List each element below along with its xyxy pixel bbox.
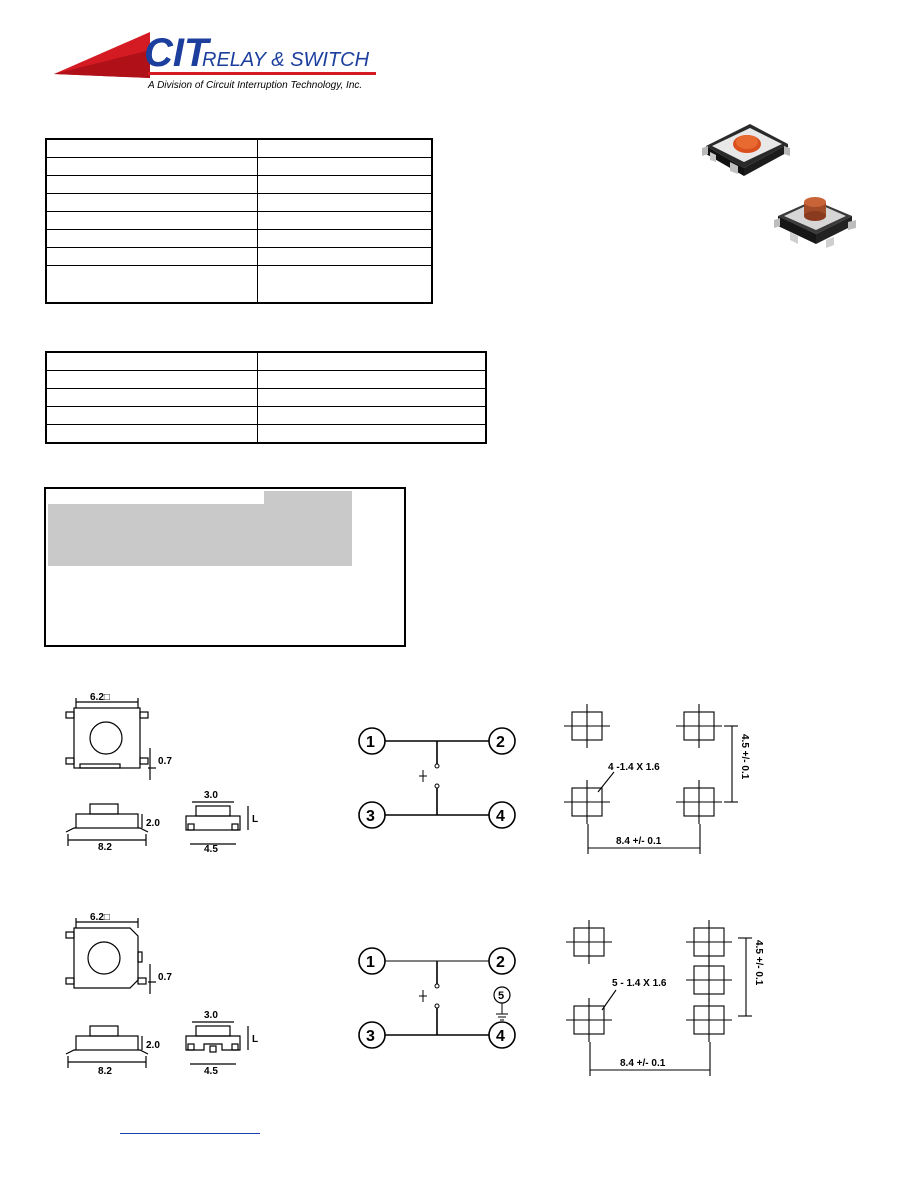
logo-tagline: A Division of Circuit Interruption Techn… xyxy=(147,80,362,91)
table-row xyxy=(45,370,487,389)
table-row xyxy=(45,175,433,194)
ratings-table xyxy=(45,351,487,444)
dim-side-top: 3.0 xyxy=(204,790,218,801)
pin-4-label: 4 xyxy=(496,1028,505,1045)
dim-side-label: L xyxy=(252,814,258,825)
pcb-layout-5-pin: 5 - 1.4 X 1.6 8.4 +/- 0.1 4.5 +/- 0.1 xyxy=(566,920,764,1076)
schematic-4-pin: 1 2 3 4 xyxy=(358,727,516,829)
company-logo: CIT RELAY & SWITCH A Division of Circuit… xyxy=(54,31,376,91)
pin-1-label: 1 xyxy=(366,734,375,751)
table-row xyxy=(45,138,433,158)
pcb-layout-4-pin: 4 -1.4 X 1.6 8.4 +/- 0.1 4.5 +/- 0.1 xyxy=(564,704,750,854)
dim-height: 2.0 xyxy=(146,1040,160,1051)
table-row xyxy=(45,211,433,230)
dim-pad-horizontal: 8.4 +/- 0.1 xyxy=(616,836,662,847)
dim-side-label: L xyxy=(252,1034,258,1045)
dim-top-width: 6.2□ xyxy=(90,692,110,703)
table-row xyxy=(45,424,487,444)
dim-height: 2.0 xyxy=(146,818,160,829)
dim-length: 8.2 xyxy=(98,842,112,853)
pad-size-label: 4 -1.4 X 1.6 xyxy=(608,762,660,773)
logo-name: RELAY & SWITCH xyxy=(202,49,370,71)
dim-pad-vertical: 4.5 +/- 0.1 xyxy=(739,734,750,780)
dim-side-top: 3.0 xyxy=(204,1010,218,1021)
dimension-drawing-4-pin: 6.2□ 0.7 2.0 8.2 3.0 4.5 L xyxy=(65,692,258,853)
pin-1-label: 1 xyxy=(366,954,375,971)
dim-pad-horizontal: 8.4 +/- 0.1 xyxy=(620,1058,666,1069)
website-link[interactable] xyxy=(120,1133,260,1134)
table-row xyxy=(45,388,487,407)
dim-top-width: 6.2□ xyxy=(90,912,110,923)
product-photo-switch-1 xyxy=(702,124,790,176)
pin-3-label: 3 xyxy=(366,808,375,825)
dim-side-bottom: 4.5 xyxy=(204,844,218,853)
logo-rule xyxy=(148,72,376,75)
pad-size-label: 5 - 1.4 X 1.6 xyxy=(612,978,667,989)
logo-brand: CIT xyxy=(144,31,212,75)
table-row xyxy=(45,229,433,248)
dim-offset: 0.7 xyxy=(158,972,172,983)
dimension-drawing-5-pin: 6.2□ 0.7 2.0 8.2 3.0 4.5 L xyxy=(65,912,258,1077)
pin-3-label: 3 xyxy=(366,1028,375,1045)
pin-2-label: 2 xyxy=(496,954,505,971)
pin-2-label: 2 xyxy=(496,734,505,751)
schematic-5-pin: 1 2 3 4 5 xyxy=(358,947,516,1049)
ordering-information-box xyxy=(44,487,406,647)
dim-side-bottom: 4.5 xyxy=(204,1066,218,1077)
table-row xyxy=(45,265,433,304)
table-row xyxy=(45,247,433,266)
table-row xyxy=(45,351,487,371)
ordering-code-header xyxy=(48,491,264,504)
dim-offset: 0.7 xyxy=(158,756,172,767)
dim-length: 8.2 xyxy=(98,1066,112,1077)
table-row xyxy=(45,406,487,425)
pin-5-label: 5 xyxy=(498,990,504,1002)
specifications-table xyxy=(45,138,433,304)
product-photo-switch-2 xyxy=(774,197,856,248)
table-row xyxy=(45,157,433,176)
table-row xyxy=(45,193,433,212)
dim-pad-vertical: 4.5 +/- 0.1 xyxy=(753,940,764,986)
pin-4-label: 4 xyxy=(496,808,505,825)
